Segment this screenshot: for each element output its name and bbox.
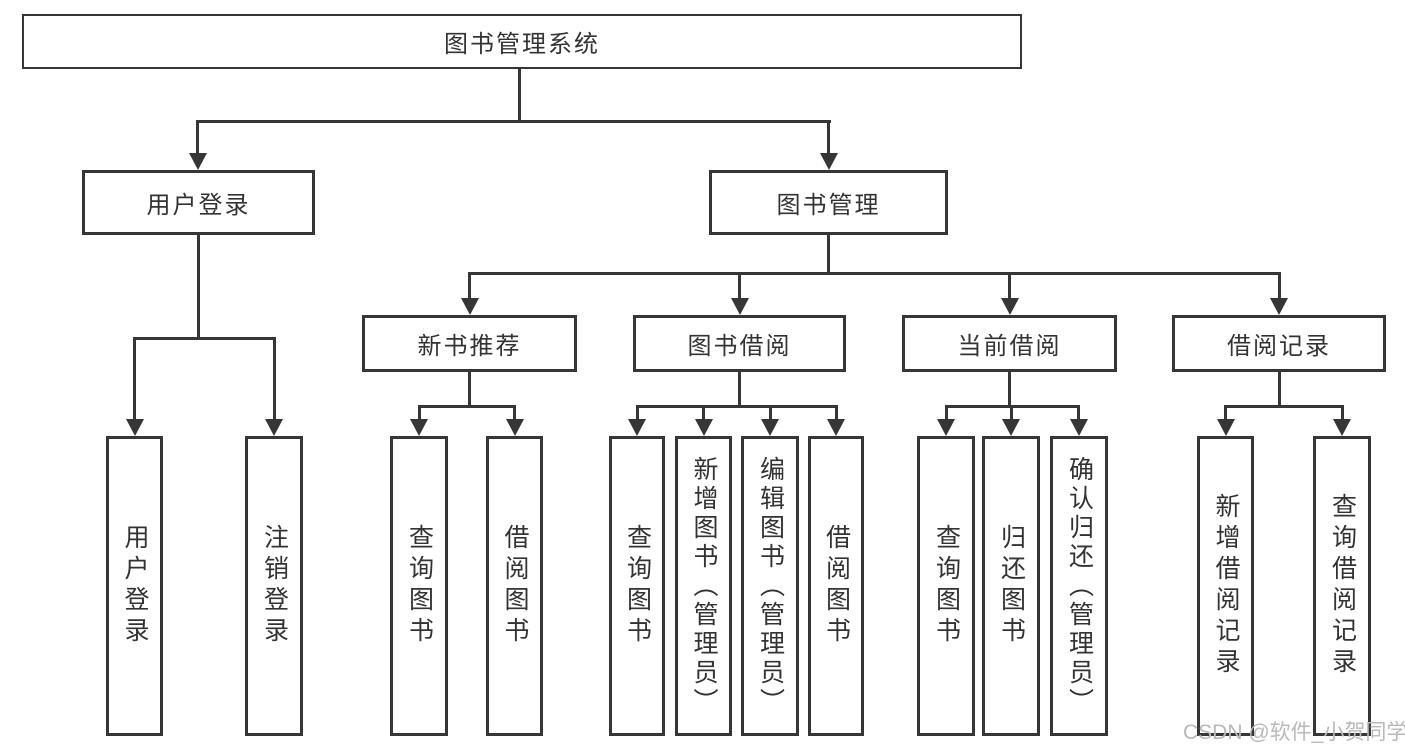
arrow-down-icon (761, 419, 779, 436)
leaf-newbook-borrow-books: 借阅图书 (486, 436, 543, 736)
arrow-down-icon (1217, 419, 1235, 436)
connector-drop (1077, 405, 1080, 419)
node-label: 用户登录 (146, 192, 251, 219)
node-label: 查询图书 (405, 524, 434, 648)
arrow-down-icon (820, 153, 838, 170)
leaf-borrowing-query-books: 查询图书 (609, 436, 665, 736)
arrow-down-icon (937, 419, 955, 436)
leaf-newbook-query-books: 查询图书 (390, 436, 448, 736)
connector-drop (769, 405, 772, 419)
node-label: 确认归还（管理员） (1065, 455, 1094, 717)
connector-drop (273, 337, 276, 421)
connector-drop (1341, 405, 1344, 419)
connector-drop (418, 405, 421, 419)
connector-drop (738, 272, 741, 300)
node-label: 图书借阅 (687, 333, 792, 360)
node-label: 查询借阅记录 (1328, 493, 1357, 679)
node-label: 查询图书 (932, 524, 961, 648)
leaf-current-query-books: 查询图书 (917, 436, 975, 736)
node-label: 借阅图书 (822, 524, 851, 648)
connector-drop (1010, 405, 1013, 419)
connector-current-stem (1008, 372, 1011, 405)
node-label: 当前借阅 (957, 333, 1062, 360)
arrow-down-icon (461, 298, 479, 315)
connector-borrowing-stem (738, 372, 741, 405)
arrow-down-icon (189, 153, 207, 170)
node-library-management-system: 图书管理系统 (22, 14, 1022, 69)
node-label: 归还图书 (997, 524, 1026, 648)
node-label: 图书管理 (776, 192, 881, 219)
connector-bookmgmt-rail (468, 272, 1281, 275)
arrow-down-icon (1270, 298, 1288, 315)
leaf-user-login: 用户登录 (106, 436, 163, 736)
arrow-down-icon (126, 419, 144, 436)
node-user-login: 用户登录 (82, 170, 315, 235)
connector-drop (196, 120, 199, 155)
node-label: 新书推荐 (417, 333, 522, 360)
node-label: 用户登录 (121, 524, 149, 648)
connector-drop (513, 405, 516, 419)
arrow-down-icon (1070, 419, 1088, 436)
leaf-current-confirm-return-admin: 确认归还（管理员） (1050, 436, 1108, 736)
connector-drop (945, 405, 948, 419)
arrow-down-icon (1333, 419, 1351, 436)
connector-newbook-rail (418, 405, 516, 408)
arrow-down-icon (628, 419, 646, 436)
connector-records-stem (1278, 372, 1281, 405)
arrow-down-icon (506, 419, 524, 436)
node-book-borrowing: 图书借阅 (633, 315, 846, 372)
leaf-borrowing-borrow-books: 借阅图书 (808, 436, 864, 736)
node-label: 注销登录 (260, 524, 289, 648)
node-book-management: 图书管理 (709, 170, 948, 235)
arrow-down-icon (265, 419, 283, 436)
connector-userlogin-rail (133, 337, 276, 340)
node-borrow-records: 借阅记录 (1172, 315, 1386, 372)
node-label: 新增图书（管理员） (690, 455, 718, 717)
node-label: 图书管理系统 (444, 31, 600, 58)
node-label: 新增借阅记录 (1212, 493, 1240, 679)
leaf-borrowing-edit-books-admin: 编辑图书（管理员） (741, 436, 799, 736)
arrow-down-icon (410, 419, 428, 436)
arrow-down-icon (1001, 298, 1019, 315)
node-label: 编辑图书（管理员） (756, 455, 785, 717)
arrow-down-icon (731, 298, 749, 315)
connector-bookmgmt-stem (827, 235, 830, 272)
leaf-borrowing-add-books-admin: 新增图书（管理员） (675, 436, 732, 736)
connector-records-rail (1224, 405, 1343, 408)
connector-borrowing-rail (636, 405, 838, 408)
connector-root-rail (196, 120, 831, 123)
arrow-down-icon (695, 419, 713, 436)
connector-drop (827, 120, 830, 155)
arrow-down-icon (827, 419, 845, 436)
connector-drop (835, 405, 838, 419)
connector-drop (1008, 272, 1011, 300)
leaf-logout: 注销登录 (245, 436, 303, 736)
node-label: 查询图书 (623, 524, 652, 648)
connector-drop (1278, 272, 1281, 300)
connector-drop (1224, 405, 1227, 419)
csdn-watermark: CSDN @软件_小贺同学 (1183, 721, 1405, 744)
leaf-current-return-books: 归还图书 (982, 436, 1040, 736)
connector-newbook-stem (468, 372, 471, 405)
node-label: 借阅记录 (1227, 333, 1331, 360)
connector-drop (636, 405, 639, 419)
arrow-down-icon (1002, 419, 1020, 436)
connector-root-stem (518, 69, 521, 120)
connector-userlogin-stem (197, 235, 200, 337)
connector-drop (133, 337, 136, 421)
node-new-book-recommend: 新书推荐 (362, 315, 577, 372)
leaf-records-query-record: 查询借阅记录 (1313, 436, 1371, 736)
node-current-borrowing: 当前借阅 (902, 315, 1117, 372)
leaf-records-add-record: 新增借阅记录 (1197, 436, 1254, 736)
node-label: 借阅图书 (501, 524, 529, 648)
connector-drop (702, 405, 705, 419)
connector-drop (468, 272, 471, 300)
